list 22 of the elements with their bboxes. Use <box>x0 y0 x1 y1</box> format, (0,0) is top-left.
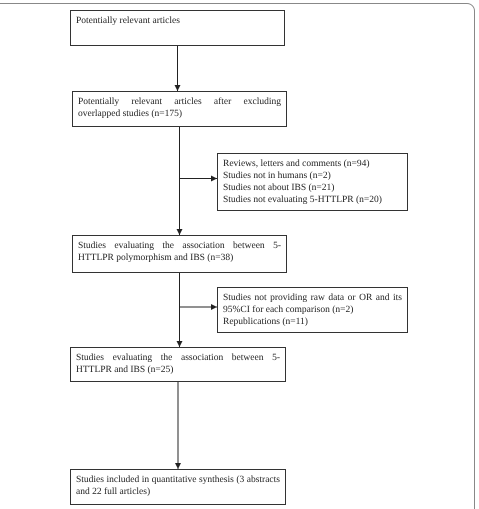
box-text: Studies included in quantitative synthesis (3 abstracts and 22 full articles) <box>76 474 280 498</box>
box-text: Studies not providing raw data or OR and its 95%CI for each comparison (n=2) <box>223 292 402 316</box>
box-text: Potentially relevant articles after excluding overlapped studies (n=175) <box>78 96 281 120</box>
box-text: Studies evaluating the association between 5-HTTLPR and IBS (n=25) <box>76 352 280 376</box>
box-text: Republications (n=11) <box>223 316 309 328</box>
box-text: Reviews, letters and comments (n=94) <box>223 158 371 170</box>
process-box <box>217 153 408 211</box>
process-box <box>72 235 287 273</box>
arrow <box>179 126 218 182</box>
process-box <box>217 287 408 333</box>
box-text: Studies evaluating the association between 5-HTTLPR polymorphism and IBS (n=38) <box>78 240 281 264</box>
arrow <box>174 46 180 92</box>
process-box <box>72 91 287 127</box>
box-text: Studies not evaluating 5-HTTLPR (n=20) <box>223 194 383 206</box>
box-text: Studies not about IBS (n=21) <box>223 182 336 194</box>
arrow <box>175 382 181 470</box>
box-text: Studies not in humans (n=2) <box>223 170 332 182</box>
process-box <box>70 10 285 46</box>
box-text: Potentially relevant articles <box>76 15 181 27</box>
process-box <box>70 347 286 382</box>
process-box <box>70 469 286 505</box>
arrow <box>179 272 218 310</box>
